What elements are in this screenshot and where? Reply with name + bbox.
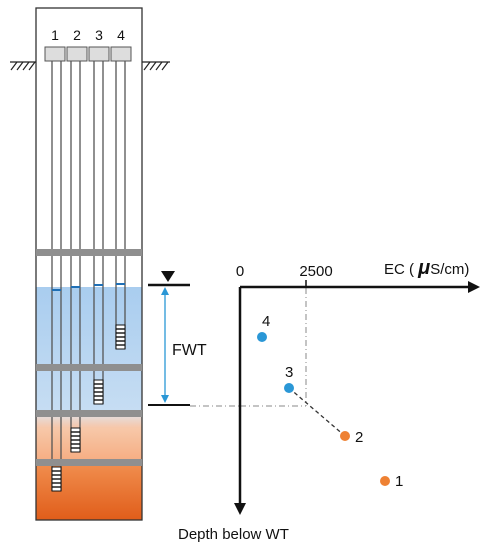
tube-label-3: 3 (95, 27, 103, 43)
point-label-3: 3 (285, 364, 293, 381)
screen-tube-2 (70, 427, 81, 453)
tube-label-4: 4 (117, 27, 125, 43)
data-point-2 (340, 431, 350, 441)
tube-label-2: 2 (73, 27, 81, 43)
water-table-marker (148, 271, 190, 287)
point-label-1: 1 (395, 473, 403, 490)
data-point-1 (380, 476, 390, 486)
observation-tubes (51, 60, 126, 491)
screen-tube-4 (115, 324, 126, 350)
screen-tube-3 (93, 379, 104, 405)
mu-symbol: μ (417, 257, 430, 279)
x-axis-label: EC ( μS/cm) (384, 257, 469, 279)
well-column: 1 2 3 4 (35, 7, 143, 521)
y-axis-arrowhead (234, 503, 246, 515)
ground-surface-left (10, 61, 36, 71)
ground-surface-right (142, 61, 170, 71)
separator-bands (36, 249, 142, 466)
tube-water-levels (52, 283, 125, 291)
point-label-4: 4 (262, 313, 270, 330)
x-axis-arrowhead (468, 281, 480, 293)
reference-lines (190, 288, 307, 407)
data-point-3 (284, 383, 294, 393)
data-point-4 (257, 332, 267, 342)
fwt-label: FWT (172, 342, 207, 359)
tube-label-1: 1 (51, 27, 59, 43)
fwt-arrow (161, 287, 169, 403)
tube-caps (44, 46, 132, 62)
ec-chart: 0 2500 EC ( μS/cm) Depth below WT 4 3 2 … (178, 257, 480, 543)
point-label-2: 2 (355, 429, 363, 446)
x-tick-label-2500: 2500 (299, 263, 332, 280)
y-axis-label: Depth below WT (178, 526, 289, 543)
well-screens (51, 324, 126, 492)
well-outline (35, 7, 143, 521)
mixing-line (288, 387, 346, 437)
screen-tube-1 (51, 466, 62, 492)
x-tick-label-0: 0 (236, 263, 244, 280)
